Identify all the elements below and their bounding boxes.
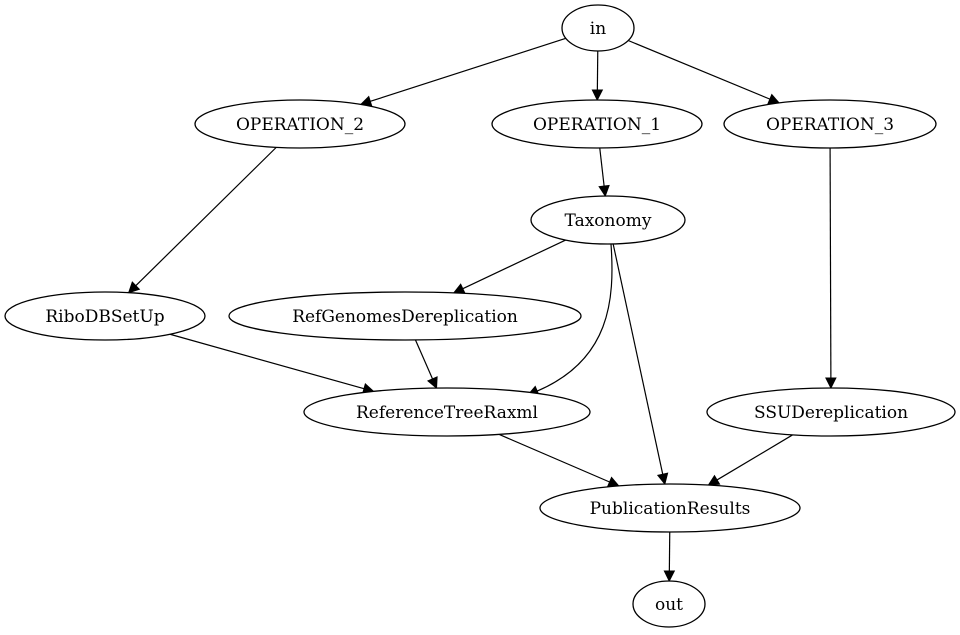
node-ssuderep: SSUDereplication (706, 387, 956, 437)
arrowhead-icon (127, 281, 141, 294)
edge-taxonomy-to-refgen (452, 239, 566, 294)
arrowhead-icon (591, 89, 604, 102)
node-ellipse (228, 291, 582, 341)
node-out: out (632, 580, 706, 628)
edge-line (135, 146, 277, 287)
node-ellipse (632, 580, 706, 628)
node-label: ReferenceTreeRaxml (356, 403, 538, 423)
node-label: RefGenomesDereplication (292, 307, 518, 327)
node-taxonomy: Taxonomy (530, 195, 686, 245)
edge-op3-to-ssuderep (825, 147, 837, 390)
node-op3: OPERATION_3 (723, 99, 937, 149)
node-ellipse (723, 99, 937, 149)
edge-line (370, 37, 567, 102)
edge-op1-to-taxonomy (598, 147, 610, 198)
node-label: out (655, 595, 683, 615)
edge-line (627, 39, 771, 100)
node-op2: OPERATION_2 (194, 99, 406, 149)
arrowhead-icon (598, 184, 610, 198)
edge-ribodb-to-reftree (169, 333, 375, 395)
arrowhead-icon (452, 283, 466, 294)
edge-line (536, 243, 613, 392)
node-ellipse (561, 4, 635, 52)
node-ellipse (194, 99, 406, 149)
node-ellipse (706, 387, 956, 437)
edge-line (716, 434, 794, 481)
node-ellipse (491, 99, 703, 149)
node-ellipse (539, 483, 801, 533)
edge-in-to-op3 (627, 39, 781, 105)
arrowhead-icon (606, 476, 620, 488)
edge-line (829, 147, 832, 379)
node-ellipse (4, 291, 206, 341)
arrowhead-icon (707, 474, 721, 486)
edge-reftree-to-pubres (498, 433, 620, 488)
node-label: PublicationResults (590, 499, 751, 519)
edge-op2-to-ribodb (127, 146, 277, 294)
node-ribodb: RiboDBSetUp (4, 291, 206, 341)
arrowhead-icon (825, 377, 837, 390)
node-ellipse (530, 195, 686, 245)
node-label: Taxonomy (565, 211, 652, 231)
node-pubres: PublicationResults (539, 483, 801, 533)
node-label: OPERATION_2 (236, 115, 364, 135)
edge-line (169, 333, 365, 390)
node-label: RiboDBSetUp (45, 307, 164, 327)
node-label: OPERATION_1 (533, 115, 661, 135)
node-ellipse (303, 387, 591, 437)
edge-refgen-to-reftree (414, 339, 438, 390)
edge-line (498, 433, 610, 483)
node-label: OPERATION_3 (766, 115, 894, 135)
arrowhead-icon (426, 376, 438, 390)
arrowhead-icon (663, 570, 676, 583)
edge-ssuderep-to-pubres (707, 434, 794, 486)
node-op1: OPERATION_1 (491, 99, 703, 149)
edge-in-to-op2 (359, 37, 567, 107)
arrowhead-icon (656, 472, 669, 486)
edge-taxonomy-to-pubres (612, 243, 669, 486)
edge-in-to-op1 (591, 50, 604, 102)
edge-line (462, 239, 566, 290)
node-refgen: RefGenomesDereplication (228, 291, 582, 341)
edge-line (612, 243, 664, 475)
node-label: in (590, 19, 606, 39)
edge-pubres-to-out (663, 531, 676, 583)
arrowhead-icon (767, 93, 781, 105)
node-reftree: ReferenceTreeRaxml (303, 387, 591, 437)
node-in: in (561, 4, 635, 52)
node-label: SSUDereplication (754, 403, 908, 423)
edge-line (414, 339, 434, 380)
edge-line (599, 147, 605, 187)
